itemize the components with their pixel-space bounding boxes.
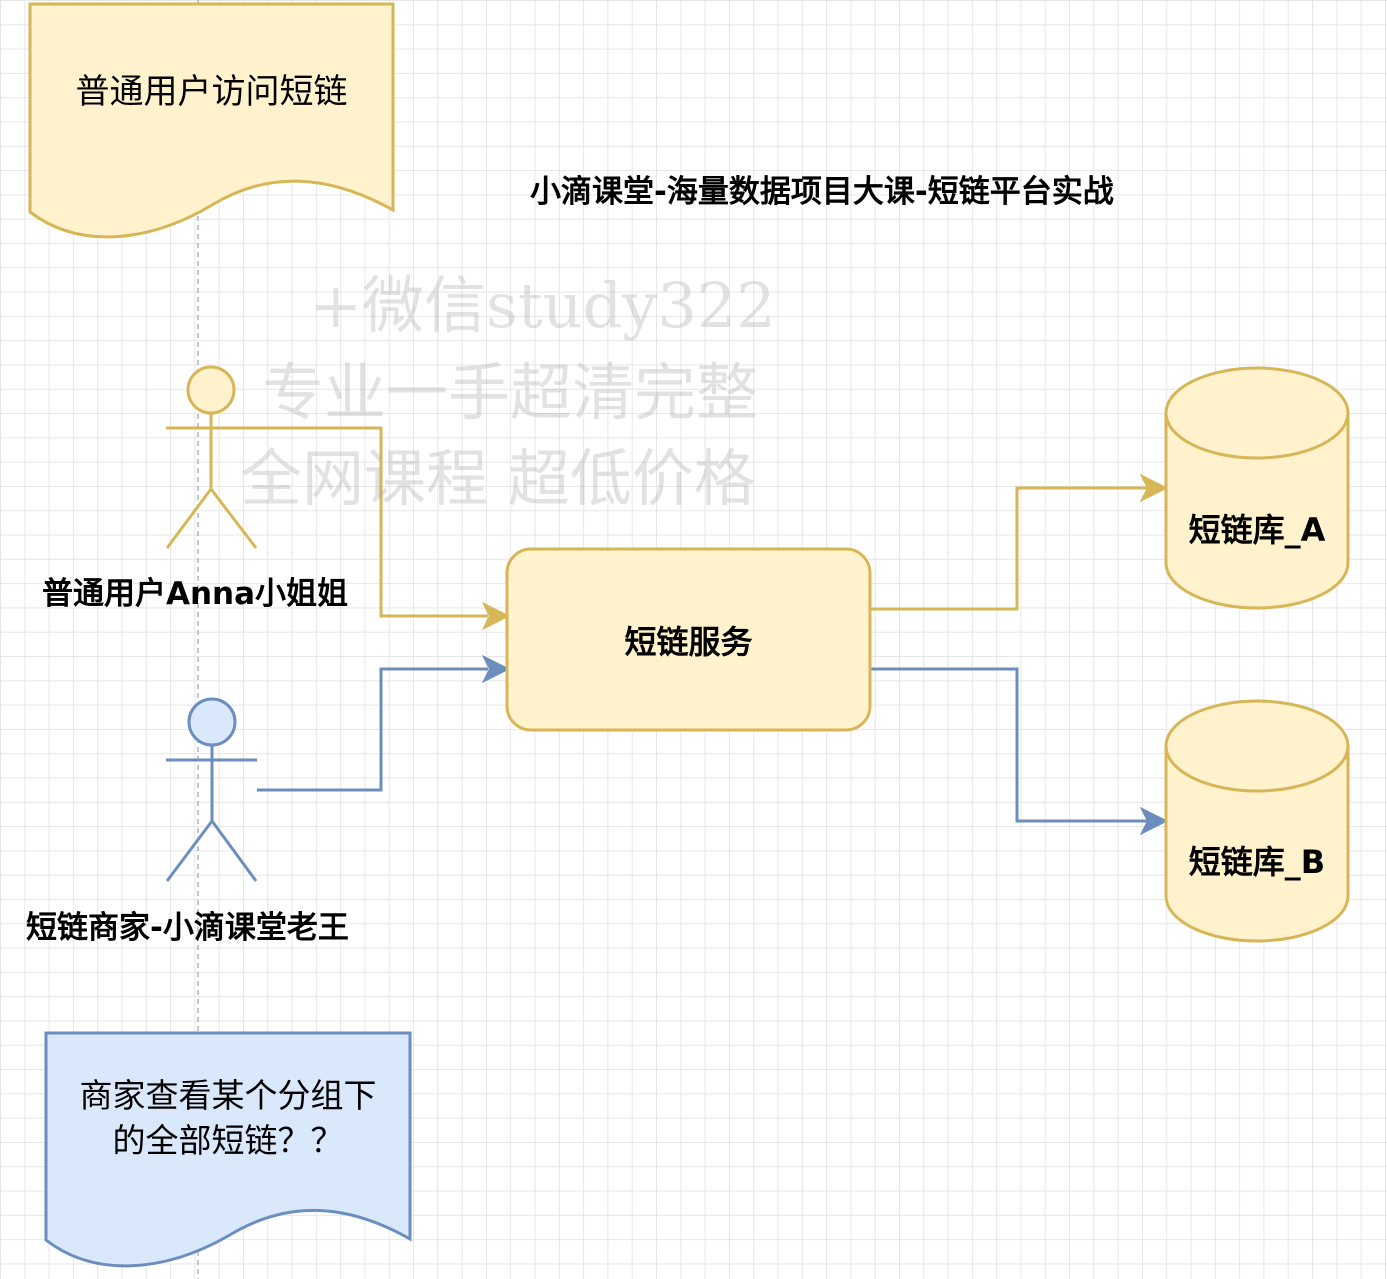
merchant-note-shape[interactable] (44, 1031, 412, 1268)
watermark-line-2: 专业一手超清完整 (262, 356, 759, 429)
db-a-label: 短链库_A (1166, 500, 1348, 556)
service-label-text: 短链服务 (624, 622, 753, 661)
watermark-line-1: +微信study322 (310, 269, 776, 342)
db-b-cylinder-icon[interactable] (1164, 699, 1350, 943)
merchant-actor-icon[interactable] (165, 697, 258, 882)
service-label: 短链服务 (507, 549, 870, 730)
service-to-db-a-connector[interactable] (870, 473, 1169, 611)
page-title: 小滴课堂-海量数据项目大课-短链平台实战 (530, 174, 1114, 210)
user-to-service-connector[interactable] (257, 426, 511, 631)
merchant-actor-label: 短链商家-小滴课堂老王 (26, 910, 349, 946)
user-actor-label: 普通用户Anna小姐姐 (42, 576, 349, 612)
watermark-line-3: 全网课程 超低价格 (240, 442, 756, 515)
merchant-note-text: 商家查看某个分组下 的全部短链？？ (46, 1071, 410, 1167)
merchant-note-label-line1: 商家查看某个分组下 (79, 1076, 377, 1116)
db-a-label-text: 短链库_A (1188, 511, 1326, 549)
user-actor-icon[interactable] (165, 365, 258, 549)
user-note-label: 普通用户访问短链 (75, 71, 348, 112)
merchant-to-service-connector[interactable] (257, 654, 511, 792)
merchant-note-label-line2: 的全部短链？？ (112, 1121, 344, 1160)
user-note-shape[interactable] (28, 2, 395, 239)
db-a-cylinder-icon[interactable] (1164, 366, 1350, 610)
service-box[interactable] (505, 547, 872, 732)
service-to-db-b-connector[interactable] (870, 667, 1169, 836)
db-b-label-text: 短链库_B (1188, 843, 1326, 881)
user-note-text: 普通用户访问短链 (30, 55, 393, 121)
db-b-label: 短链库_B (1166, 832, 1348, 888)
